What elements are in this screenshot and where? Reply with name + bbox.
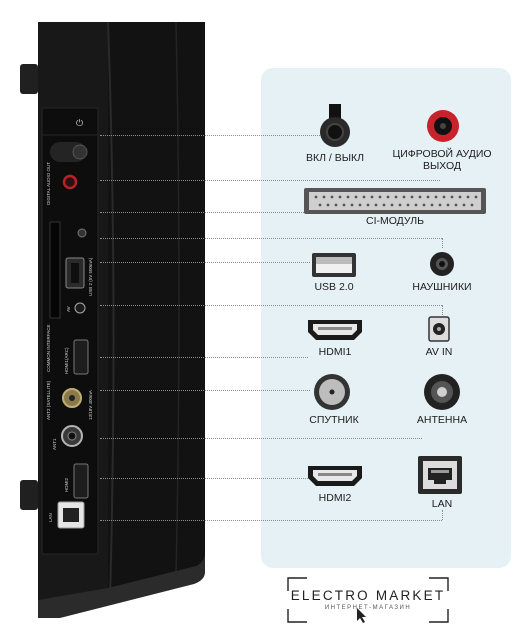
digital-audio-icon (427, 110, 459, 142)
leader-line (442, 305, 443, 315)
lan-label: LAN (431, 498, 453, 510)
connector-legend-panel (261, 68, 511, 568)
antenna-label: АНТЕННА (416, 414, 468, 426)
panel-label-lan: LAN (48, 513, 53, 522)
panel-label-digital-audio: DIGITAL AUDIO OUT (46, 161, 51, 205)
logo-subtitle: ИНТЕРНЕТ-МАГАЗИН (324, 605, 412, 611)
leader-line (100, 478, 310, 479)
antenna-connector-icon (424, 374, 460, 410)
hdmi2-icon (308, 466, 362, 486)
leader-line (100, 520, 442, 521)
ci-module-icon (304, 188, 486, 214)
leader-line (100, 357, 308, 358)
panel-label-usb: USB 2 (5V 500mA) (88, 257, 93, 296)
panel-label-hdmi1: HDMI1(ARC) (64, 347, 69, 375)
hdmi2-label: HDMI2 (318, 492, 352, 504)
usb-label: USB 2.0 (314, 281, 354, 293)
satellite-label: СПУТНИК (309, 414, 359, 426)
leader-line (442, 510, 443, 520)
leader-line (100, 135, 340, 136)
leader-line (442, 238, 443, 248)
leader-line (100, 238, 442, 239)
leader-line (100, 305, 442, 306)
lan-port-icon (418, 456, 462, 494)
logo-title: ELECTRO MARKET (290, 588, 446, 603)
svg-text:⏻: ⏻ (76, 118, 83, 129)
power-switch-icon (320, 104, 350, 147)
panel-label-hdmi2: HDMI2 (64, 477, 69, 492)
panel-label-ant1: ANT1 (52, 438, 57, 450)
headphone-jack-icon (430, 252, 454, 276)
satellite-connector-icon (314, 374, 350, 410)
hdmi1-icon (308, 320, 362, 340)
usb-icon (312, 253, 356, 277)
leader-line (100, 438, 422, 439)
electro-market-logo: ELECTRO MARKET ИНТЕРНЕТ-МАГАЗИН (287, 577, 449, 623)
headphones-label: НАУШНИКИ (412, 281, 472, 293)
leader-line (100, 262, 310, 263)
leader-line (100, 390, 310, 391)
panel-label-av: AV (66, 306, 71, 312)
av-in-icon (428, 316, 450, 342)
power-label: ВКЛ / ВЫКЛ (305, 152, 365, 164)
leader-line (100, 212, 308, 213)
digital-audio-label: ЦИФРОВОЙ АУДИО ВЫХОД (392, 148, 492, 172)
panel-label-ant2: ANT2 (SATELLITE) (46, 380, 51, 420)
av-in-label: AV IN (425, 346, 453, 358)
ci-module-label: CI-МОДУЛЬ (365, 215, 424, 227)
leader-line (100, 180, 440, 181)
panel-label-ant2-spec: 13/18V 400mA (88, 390, 93, 420)
panel-label-common-interface: COMMON INTERFACE (46, 324, 51, 372)
hdmi1-label: HDMI1 (318, 346, 352, 358)
